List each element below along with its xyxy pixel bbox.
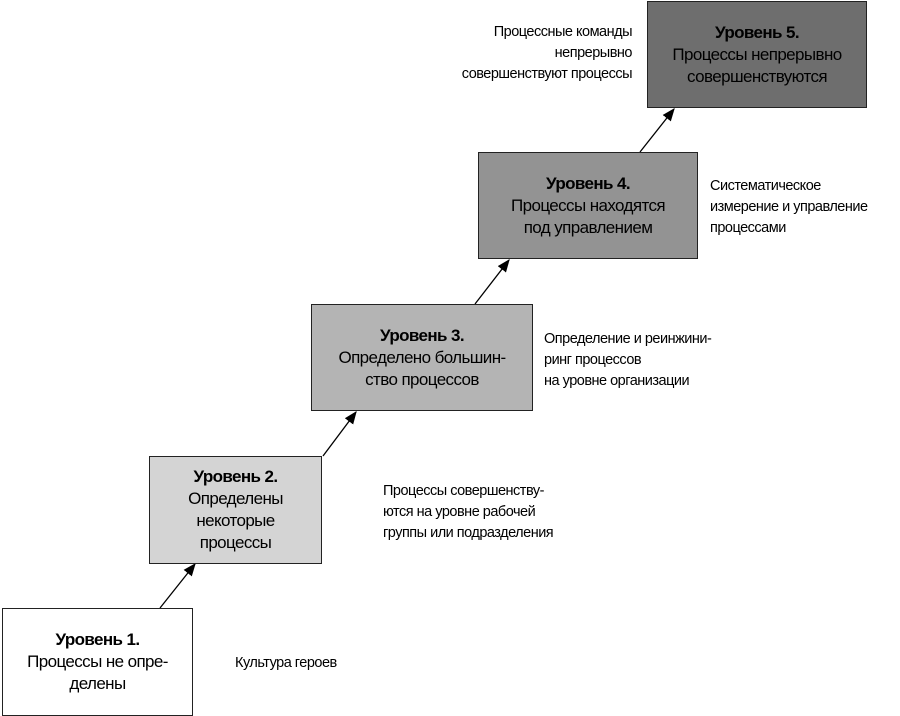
note-line: на уровне организации <box>544 373 690 389</box>
arrow-4-to-5 <box>639 107 675 153</box>
arrow-3-to-4 <box>474 258 510 305</box>
level-title: Уровень 4. <box>546 173 631 193</box>
level-title: Уровень 1. <box>55 630 141 649</box>
level-2-note: Процессы совершенству- ются на уровне ра… <box>383 481 554 544</box>
level-desc-line: Процессы непрерывно <box>672 44 842 64</box>
note-line: Культура героев <box>235 655 337 671</box>
level-4-note: Систематическое измерение и управление п… <box>710 176 868 239</box>
note-line: Процессные команды <box>493 24 633 40</box>
note-line: Определение и реинжини- <box>544 331 712 347</box>
level-1-box: Уровень 1. Процессы не опре- делены <box>2 608 193 716</box>
level-title: Уровень 5. <box>715 22 800 42</box>
level-3-note: Определение и реинжини- ринг процессов н… <box>544 329 712 392</box>
level-desc-line: совершенствуются <box>687 66 828 86</box>
arrow-2-to-3 <box>322 410 357 457</box>
level-5-note: Процессные команды непрерывно совершенст… <box>461 22 633 85</box>
level-desc-line: Определено большин- <box>338 347 506 367</box>
level-1-note: Культура героев <box>235 653 337 674</box>
level-title: Уровень 2. <box>193 467 279 486</box>
level-desc-line: делены <box>69 674 126 693</box>
note-line: ринг процессов <box>544 352 642 368</box>
level-desc-line: Процессы не опре- <box>27 652 168 671</box>
level-5-box: Уровень 5. Процессы непрерывно совершенс… <box>647 1 867 108</box>
note-line: измерение и управление <box>710 199 868 215</box>
note-line: Систематическое <box>710 178 821 194</box>
level-desc-line: Процессы находятся <box>511 195 666 215</box>
note-line: процессами <box>710 220 786 236</box>
note-line: непрерывно <box>554 45 633 61</box>
level-title: Уровень 3. <box>380 325 465 345</box>
level-desc-line: процессы <box>199 533 272 552</box>
level-3-box: Уровень 3. Определено большин- ство проц… <box>311 304 533 411</box>
note-line: совершенствуют процессы <box>461 66 633 82</box>
level-desc-line: ство процессов <box>365 369 479 389</box>
note-line: ются на уровне рабочей <box>383 504 536 520</box>
note-line: группы или подразделения <box>383 525 554 541</box>
level-desc-line: под управлением <box>523 217 653 237</box>
level-2-box: Уровень 2. Определены некоторые процессы <box>149 456 322 564</box>
level-desc-line: Определены некоторые <box>188 489 283 530</box>
arrow-1-to-2 <box>159 562 196 609</box>
note-line: Процессы совершенству- <box>383 483 544 499</box>
level-4-box: Уровень 4. Процессы находятся под управл… <box>478 152 698 259</box>
